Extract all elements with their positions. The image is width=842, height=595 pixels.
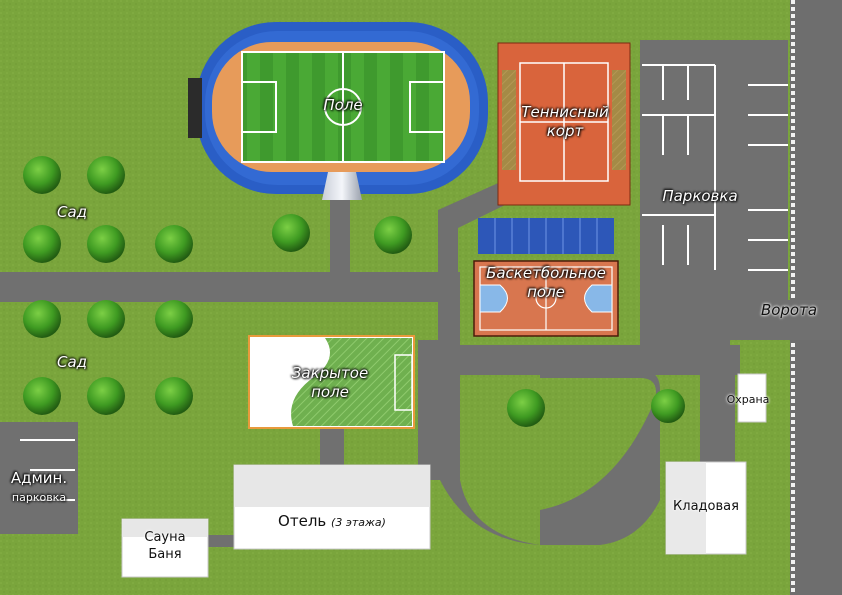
parking-lines xyxy=(20,64,788,501)
basketball-label-line1: Баскетбольное xyxy=(486,264,606,282)
trees xyxy=(23,156,685,427)
basketball-court-label: Баскетбольное поле xyxy=(474,264,618,302)
tennis-court-label: Теннисный корт xyxy=(510,103,620,141)
tennis-label-line1: Теннисный xyxy=(521,103,609,121)
admin-parking-label: Админ. парковка xyxy=(0,469,78,507)
garden-bottom-label: Сад xyxy=(56,353,88,371)
tennis-court xyxy=(497,42,631,206)
indoor-label-line1: Закрытое xyxy=(291,364,369,382)
garden-top-label: Сад xyxy=(56,203,88,221)
basketball-court xyxy=(473,260,619,337)
parking-label: Парковка xyxy=(662,187,738,205)
admin-label-line2: парковка xyxy=(11,491,67,504)
security-label: Охрана xyxy=(726,393,770,406)
tennis-label-line2: корт xyxy=(546,122,584,140)
bleachers xyxy=(478,218,614,254)
sauna-label-line1: Сауна xyxy=(144,530,186,545)
field-label: Поле xyxy=(323,96,363,114)
storage-label: Кладовая xyxy=(673,499,739,514)
gate-label: Ворота xyxy=(760,301,818,319)
hotel-name: Отель xyxy=(278,512,327,530)
admin-label-line1: Админ. xyxy=(10,469,68,487)
stadium xyxy=(188,22,488,200)
sauna-label: Сауна Баня xyxy=(122,529,208,563)
hotel-floors: (3 этажа) xyxy=(331,516,386,529)
road-right-edge xyxy=(790,0,842,595)
indoor-field xyxy=(248,335,415,429)
basketball-label-line2: поле xyxy=(527,283,565,301)
sauna-label-line2: Баня xyxy=(148,547,182,562)
indoor-label-line2: поле xyxy=(311,383,349,401)
buildings xyxy=(121,373,767,578)
indoor-field-label: Закрытое поле xyxy=(270,364,390,402)
hotel-label: Отель (3 этажа) xyxy=(234,512,430,532)
